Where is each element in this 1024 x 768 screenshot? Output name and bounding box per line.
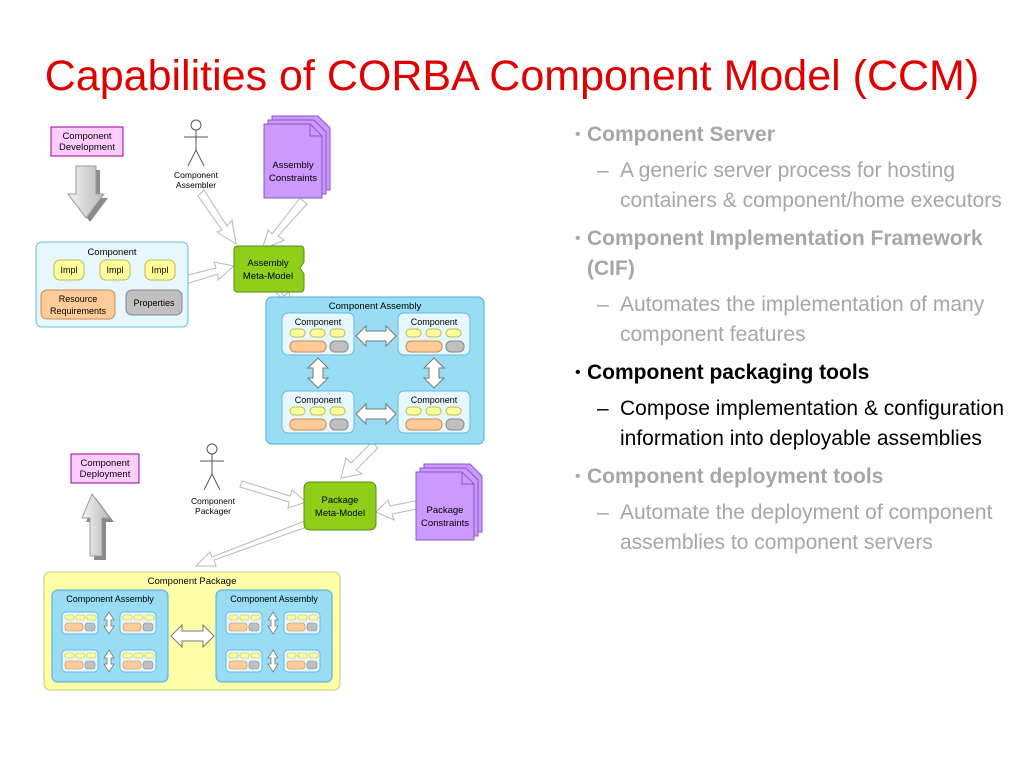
assembly-meta-model-box: [233, 245, 305, 293]
component-development-label: Component: [62, 131, 111, 142]
svg-text:Constraints: Constraints: [269, 173, 317, 184]
svg-text:Component Assembly: Component Assembly: [230, 594, 318, 604]
package-assembly-right-components: [225, 611, 321, 673]
component-deployment-label: Component: [80, 458, 129, 469]
package-assembly-left-arrows: [103, 611, 115, 673]
assembly-meta-model-label: Assembly: [247, 258, 288, 269]
svg-text:Impl: Impl: [60, 265, 77, 275]
resource-requirements-box: [40, 289, 116, 320]
impl-box-2: [99, 259, 131, 281]
svg-text:Impl: Impl: [151, 265, 168, 275]
component-development-box: [50, 126, 124, 157]
svg-text:Meta-Model: Meta-Model: [315, 508, 365, 519]
svg-text:Meta-Model: Meta-Model: [243, 271, 293, 282]
package-meta-model-label: Package: [322, 495, 359, 506]
svg-text:Component: Component: [295, 395, 342, 405]
arrow-component-to-metamodel: [183, 261, 236, 285]
bullet-dot: •: [575, 230, 581, 247]
ccm-diagram: Component Development Component Assemble…: [35, 115, 485, 691]
svg-text:Requirements: Requirements: [50, 306, 107, 316]
svg-text:Resource: Resource: [59, 294, 98, 304]
assembly-component-3: [281, 390, 355, 434]
package-double-arrow: [170, 623, 215, 649]
arrow-assembly-to-package: [340, 441, 379, 479]
bullet-cif: •Component Implementation Framework (CIF…: [575, 224, 1015, 284]
svg-text:Packager: Packager: [195, 506, 231, 516]
bullet-dot: •: [575, 468, 581, 485]
sub-bullet-packaging-tools: –Compose implementation & configuration …: [597, 397, 1005, 450]
component-assembler-label: Component: [174, 170, 219, 180]
arrow-assembler-to-metamodel: [197, 189, 237, 246]
package-assembly-right-arrows: [267, 611, 279, 673]
component-deployment-box: [70, 453, 140, 484]
svg-text:Properties: Properties: [133, 298, 175, 308]
assembly-component-4: [397, 390, 471, 434]
bullet-packaging-tools: •Component packaging tools: [575, 358, 1015, 388]
sub-bullet-cif: –Automates the implementation of many co…: [597, 293, 985, 346]
arrow-packager-to-package: [239, 480, 307, 509]
arrow-package-to-componentpackage: [194, 516, 319, 567]
assembly-constraints-label: Assembly: [272, 160, 313, 171]
assembly-constraints-docs: [263, 115, 331, 199]
assembly-component-1: [281, 312, 355, 356]
bullet-list: •Component Server –A generic server proc…: [575, 112, 1015, 558]
package-constraints-docs: [415, 463, 483, 541]
impl-box-1: [53, 259, 85, 281]
svg-text:Constraints: Constraints: [421, 518, 469, 529]
connector-arrows: [183, 189, 423, 567]
svg-text:Component Assembly: Component Assembly: [66, 594, 154, 604]
sub-bullet-deployment-tools: –Automate the deployment of component as…: [597, 501, 993, 554]
component-assembler-figure: [184, 119, 208, 167]
development-down-arrow: [67, 165, 108, 222]
component-package-title: Component Package: [148, 576, 237, 587]
deployment-up-arrow: [81, 493, 114, 560]
slide-title: Capabilities of CORBA Component Model (C…: [44, 52, 980, 100]
component-box-title: Component: [87, 247, 136, 258]
component-packager-label: Component: [191, 496, 236, 506]
bullet-component-server: •Component Server: [575, 120, 1015, 150]
component-packager-figure: [200, 443, 224, 491]
package-assembly-left-components: [61, 611, 157, 673]
assembly-component-2: [397, 312, 471, 356]
sub-bullet-component-server: –A generic server process for hosting co…: [597, 159, 1002, 212]
svg-text:Deployment: Deployment: [80, 469, 131, 480]
svg-text:Impl: Impl: [106, 265, 123, 275]
svg-text:Assembler: Assembler: [176, 180, 216, 190]
arrow-constraints-to-metamodel: [261, 197, 308, 251]
bullet-dot: •: [575, 364, 581, 381]
svg-text:Component: Component: [411, 317, 458, 327]
impl-box-3: [144, 259, 176, 281]
svg-text:Component: Component: [295, 317, 342, 327]
svg-text:Component: Component: [411, 395, 458, 405]
arrow-pkgconstraints-to-package: [375, 499, 423, 521]
bullet-deployment-tools: •Component deployment tools: [575, 462, 1015, 492]
properties-box: [125, 289, 183, 316]
package-meta-model-box: [303, 481, 377, 531]
package-constraints-label: Package: [427, 505, 464, 516]
bullet-dot: •: [575, 126, 581, 143]
assembly-double-arrows: [306, 324, 446, 426]
svg-text:Development: Development: [59, 142, 115, 153]
component-assembly-title: Component Assembly: [329, 301, 422, 312]
